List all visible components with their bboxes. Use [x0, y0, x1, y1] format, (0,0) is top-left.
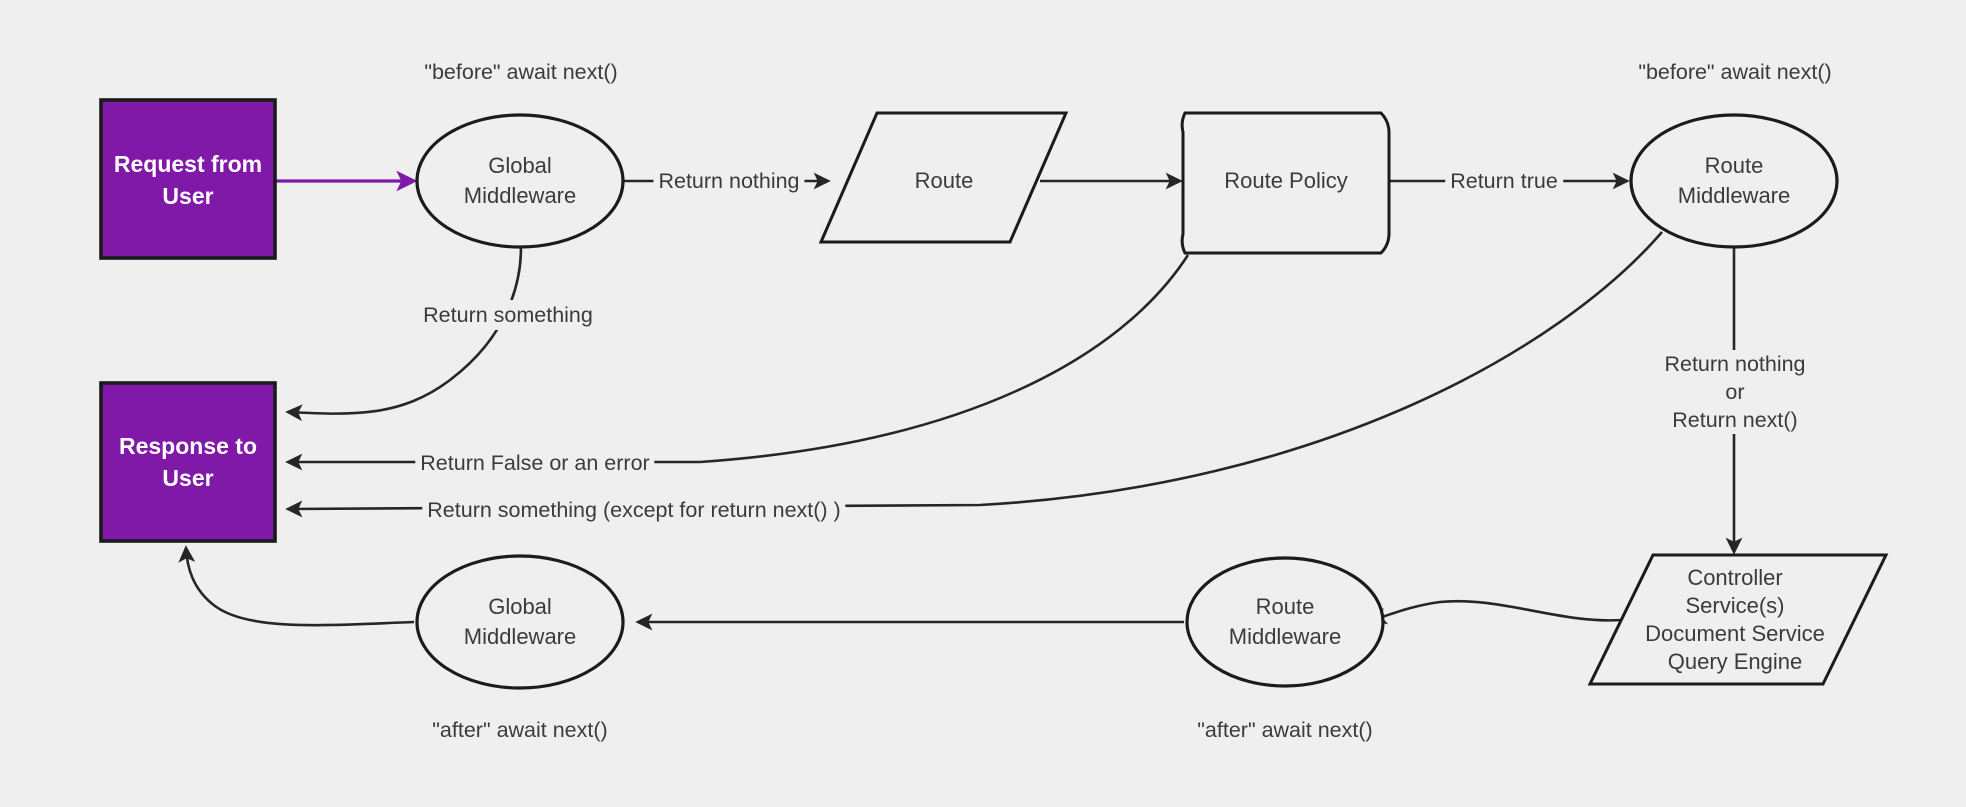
edge-global-middleware-after-to-response — [178, 545, 415, 627]
edge-global-middleware-to-response — [285, 232, 523, 422]
node-request-from-user[interactable] — [99, 98, 277, 260]
edge-controller-to-route-middleware-after — [1369, 599, 1623, 625]
node-global-middleware-after[interactable] — [415, 554, 625, 690]
node-global-middleware-before[interactable] — [415, 113, 625, 249]
node-route-middleware-before[interactable] — [1629, 113, 1839, 249]
node-route-middleware-after[interactable] — [1185, 556, 1385, 688]
node-controller-stack[interactable] — [1587, 553, 1889, 686]
node-route[interactable] — [818, 111, 1069, 244]
node-response-to-user[interactable] — [99, 381, 277, 543]
edge-route-middleware-to-response — [285, 231, 1663, 518]
node-route-policy[interactable] — [1180, 111, 1391, 255]
edge-route-policy-to-response — [285, 254, 1190, 471]
